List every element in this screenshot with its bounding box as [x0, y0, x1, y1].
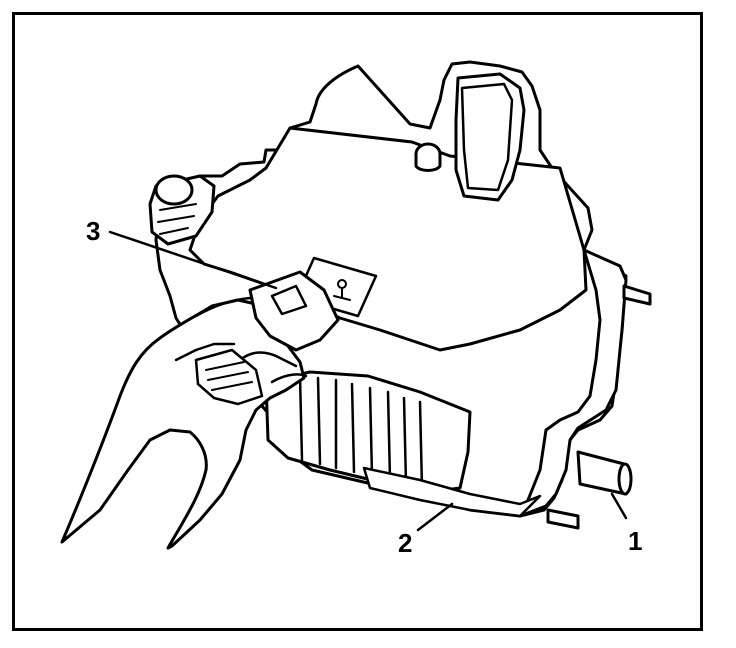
callout-1: 1: [628, 526, 643, 556]
callout-2: 2: [398, 528, 413, 558]
leader-line-1: [610, 492, 628, 520]
bolt-upper-right: [622, 284, 652, 306]
callout-3: 3: [86, 216, 101, 246]
top-duct-face: [460, 82, 514, 192]
housing-right-side-panel: [518, 248, 628, 518]
filter-door-edge: [362, 466, 542, 518]
leader-line-3: [108, 230, 278, 290]
leader-line-2: [416, 502, 454, 532]
bolt-lower-right: [546, 508, 580, 530]
